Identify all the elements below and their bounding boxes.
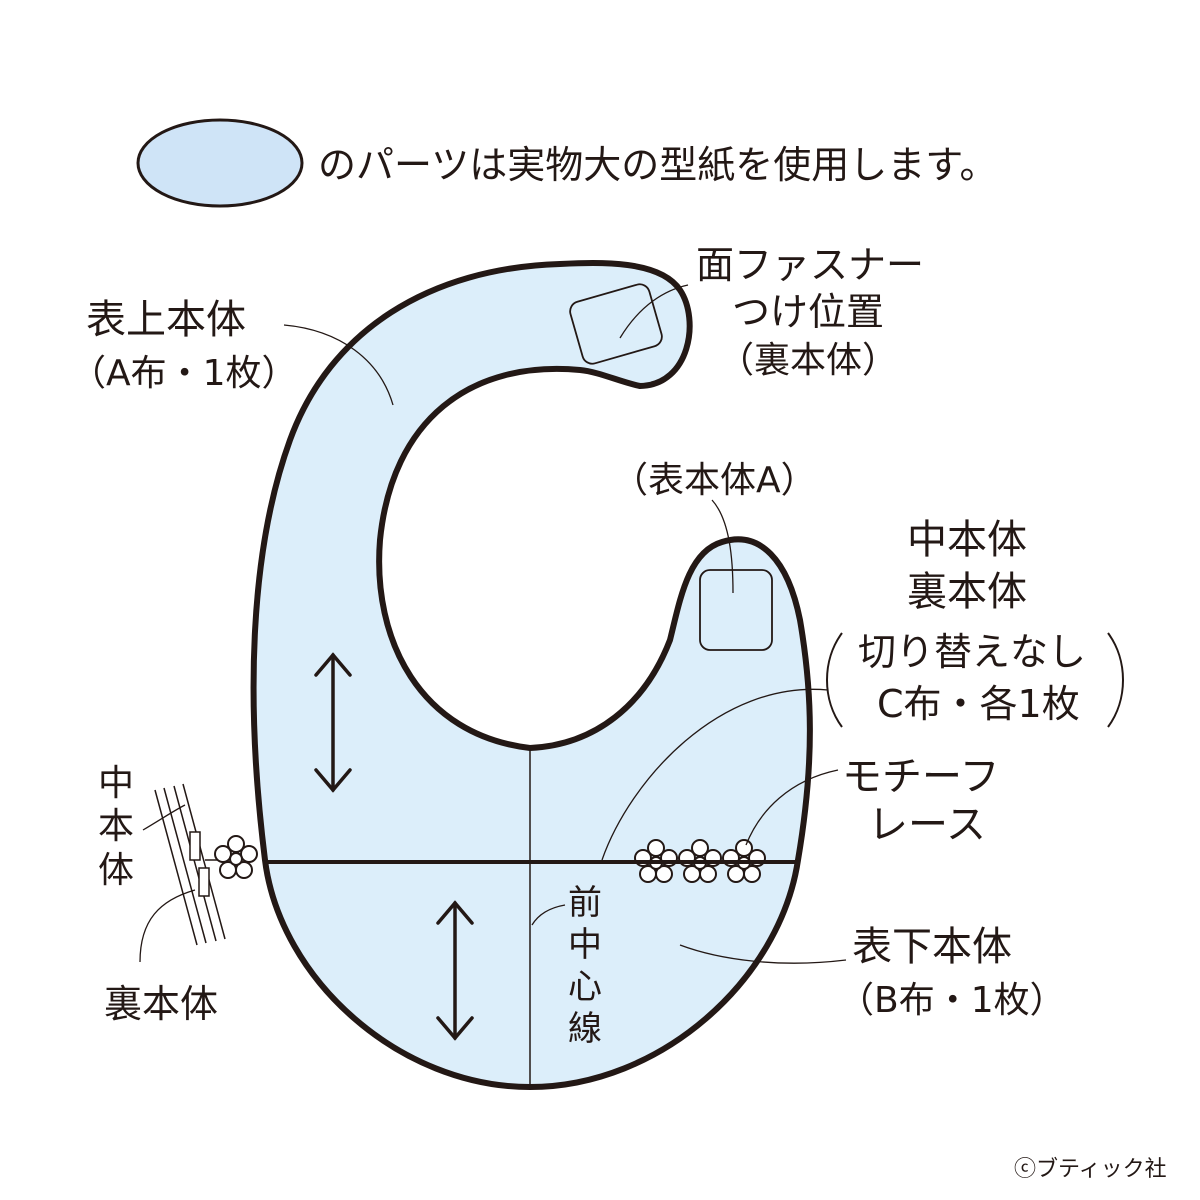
label-bottom-body-line1: 表下本体 (852, 924, 1012, 970)
label-center-line-3: 心 (568, 967, 602, 1007)
bracket-left (826, 632, 843, 728)
leader-side-middle (142, 804, 186, 831)
cross-section-detail (154, 783, 226, 946)
label-fastener-line2: つけ位置 (732, 290, 884, 334)
label-bottom-body-line2: （B布・1枚） (838, 980, 1066, 1021)
legend-text: のパーツは実物大の型紙を使用します。 (318, 143, 997, 187)
label-side-middle-2: 本 (98, 806, 134, 847)
leader-fastener (619, 284, 689, 339)
label-back-body: 裏本体 (907, 569, 1027, 615)
label-fastener-line1: 面ファスナー (696, 243, 924, 287)
fastener-patch-right (699, 569, 773, 651)
label-side-middle-3: 体 (98, 850, 134, 891)
section-lace-flower (214, 835, 258, 879)
label-side-back: 裏本体 (104, 982, 218, 1026)
label-lace: レース (868, 802, 986, 848)
leader-no-switch (601, 688, 829, 861)
leader-top-body (283, 324, 394, 406)
bib-body (250, 260, 813, 1090)
label-motif: モチーフ (842, 754, 1000, 800)
leader-front-body-a (711, 499, 734, 594)
pale-blue-oval-swatch-icon (136, 118, 304, 208)
label-middle-body: 中本体 (907, 517, 1027, 563)
label-center-line-2: 中 (568, 925, 602, 965)
leader-lines (139, 284, 847, 964)
label-fastener-line3: （裏本体） (718, 340, 898, 381)
grain-arrow-lower (436, 900, 474, 1041)
label-c-fabric: C布・各1枚 (877, 682, 1080, 726)
leader-motif-lace (745, 769, 839, 846)
label-top-body-line1: 表上本体 (86, 297, 246, 343)
leader-center-line (531, 904, 566, 926)
label-top-body-line2: （A布・1枚） (70, 353, 298, 394)
grain-arrow-upper (314, 652, 352, 793)
label-center-line-4: 線 (568, 1009, 602, 1049)
leader-side-back (139, 889, 196, 963)
leader-bottom-body (679, 944, 847, 964)
label-center-line-1: 前 (568, 883, 602, 923)
copyright-text: ⓒブティック社 (1014, 1157, 1167, 1182)
fastener-patch-top (569, 283, 663, 365)
label-side-middle-1: 中 (98, 763, 134, 804)
bracket-right (1107, 632, 1124, 728)
label-front-body-a: （表本体A） (612, 460, 817, 501)
label-no-switch: 切り替えなし (858, 630, 1086, 674)
